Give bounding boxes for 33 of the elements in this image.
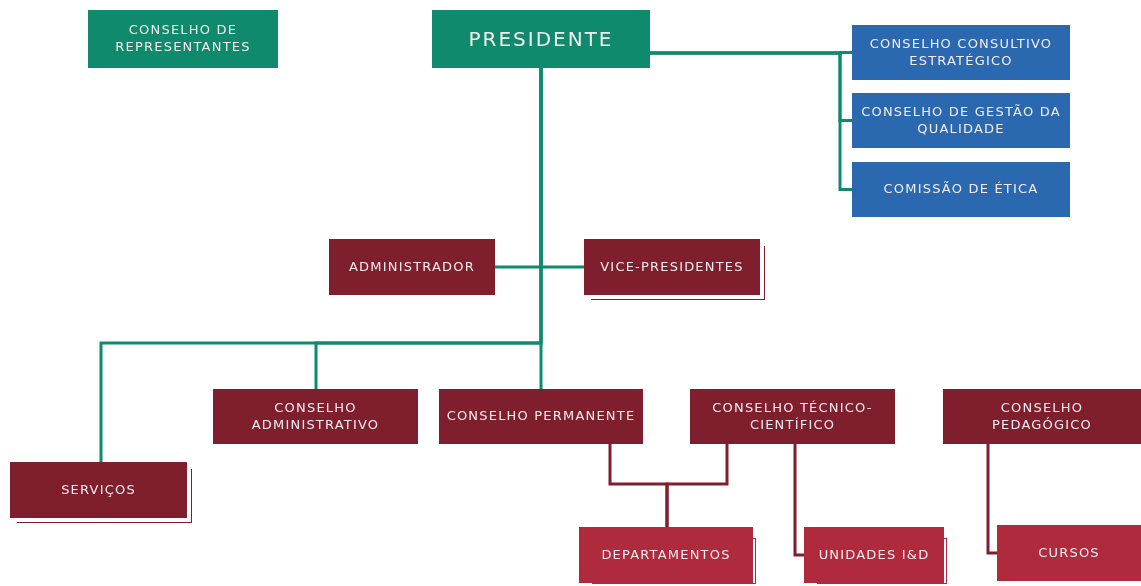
box-label: CONSELHO DE REPRESENTANTES bbox=[114, 22, 252, 56]
box-label: SERVIÇOS bbox=[61, 481, 136, 499]
box-label: CONSELHO PEDAGÓGICO bbox=[991, 399, 1093, 434]
connector-line bbox=[986, 444, 997, 555]
box-label: UNIDADES I&D bbox=[818, 546, 930, 564]
org-box bbox=[432, 10, 650, 68]
org-box bbox=[329, 239, 495, 295]
box-label: VICE-PRESIDENTES bbox=[600, 258, 744, 276]
org-box bbox=[852, 93, 1070, 148]
org-box bbox=[852, 25, 1070, 80]
box-label: CONSELHO CONSULTIVO ESTRATÉGICO bbox=[868, 35, 1054, 70]
connector-line bbox=[650, 51, 852, 191]
box-label: PRESIDENTE bbox=[468, 26, 614, 52]
org-box bbox=[88, 10, 278, 68]
box-label: CONSELHO ADMINISTRATIVO bbox=[250, 399, 381, 434]
org-box bbox=[804, 527, 944, 583]
box-label: CONSELHO PERMANENTE bbox=[446, 408, 636, 425]
org-box bbox=[690, 389, 895, 444]
org-box bbox=[997, 525, 1141, 581]
connector-line bbox=[665, 444, 729, 527]
connector-line bbox=[539, 68, 543, 389]
box-label: ADMINISTRADOR bbox=[349, 258, 475, 276]
org-box bbox=[579, 527, 753, 583]
org-box bbox=[439, 389, 643, 444]
org-box bbox=[852, 162, 1070, 217]
org-box bbox=[943, 389, 1141, 444]
box-label: CURSOS bbox=[1038, 544, 1100, 562]
org-box bbox=[213, 389, 418, 444]
box-label: COMISSÃO DE ÉTICA bbox=[883, 181, 1039, 198]
connector-line bbox=[793, 444, 804, 557]
box-label: DEPARTAMENTOS bbox=[601, 546, 731, 564]
box-label: CONSELHO DE GESTÃO DA QUALIDADE bbox=[860, 103, 1062, 138]
box-label: CONSELHO TÉCNICO-CIENTÍFICO bbox=[711, 399, 874, 434]
